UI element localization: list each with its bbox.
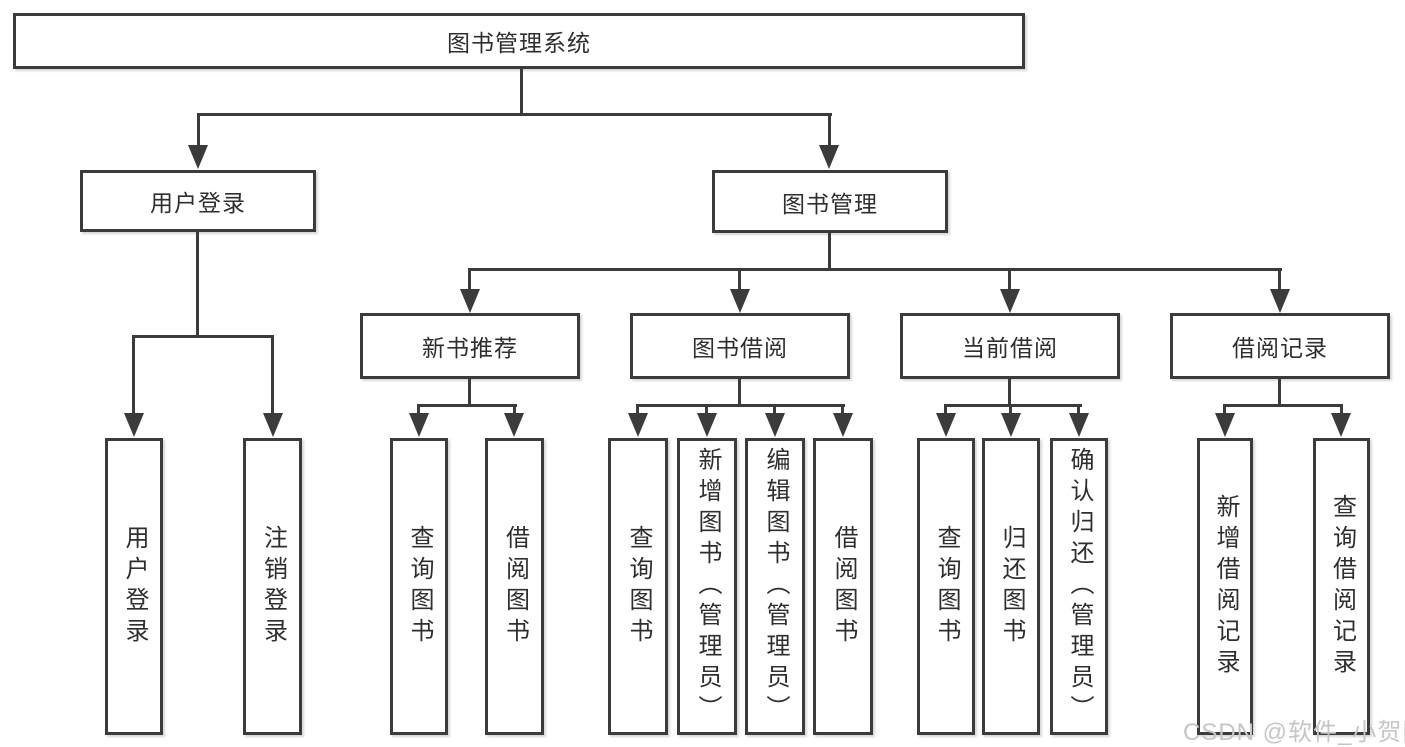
arrowhead-bb-edit xyxy=(765,413,785,437)
connector-borrow-records-drop-1 xyxy=(1223,404,1226,414)
arrowhead-cb-return xyxy=(1001,413,1021,437)
connector-current-borrow-drop-3 xyxy=(1077,404,1080,414)
connector-user-login-stem xyxy=(196,232,199,337)
connector-book-mgmt-drop-3 xyxy=(1008,268,1011,290)
arrowhead-nb-borrow xyxy=(504,413,524,437)
node-library-system-label: 图书管理系统 xyxy=(447,30,591,56)
arrowhead-br-add xyxy=(1215,413,1235,437)
leaf-cb-return-books-label: 归还图书 xyxy=(998,524,1025,649)
node-current-borrow-label: 当前借阅 xyxy=(962,335,1058,361)
connector-book-borrow-rail xyxy=(636,404,845,407)
connector-book-mgmt-drop-4 xyxy=(1278,268,1281,290)
node-borrow-records: 借阅记录 xyxy=(1170,313,1390,379)
connector-root-left-drop xyxy=(197,113,200,146)
connector-book-borrow-drop-3 xyxy=(773,404,776,414)
connector-user-login-rail xyxy=(132,335,274,338)
connector-current-borrow-rail xyxy=(944,404,1082,407)
leaf-logout-login: 注销登录 xyxy=(243,438,302,735)
connector-root-stem xyxy=(520,69,523,115)
arrowhead-borrow-records xyxy=(1270,289,1290,313)
connector-book-borrow-drop-4 xyxy=(841,404,844,414)
arrowhead-br-query xyxy=(1331,413,1351,437)
leaf-br-query-record-label: 查询借阅记录 xyxy=(1328,493,1356,680)
arrowhead-nb-query xyxy=(409,413,429,437)
node-new-book-recommend: 新书推荐 xyxy=(360,313,580,379)
connector-root-right-drop xyxy=(828,113,831,146)
arrowhead-leaf-user-login xyxy=(124,413,144,437)
node-new-book-recommend-label: 新书推荐 xyxy=(422,335,518,361)
node-user-login-label: 用户登录 xyxy=(150,190,246,216)
connector-borrow-records-rail xyxy=(1223,404,1343,407)
leaf-br-query-record: 查询借阅记录 xyxy=(1313,438,1370,735)
leaf-br-add-record-label: 新增借阅记录 xyxy=(1212,493,1239,680)
leaf-bb-add-books-admin-label: 新增图书（管理员） xyxy=(694,447,721,726)
leaf-cb-confirm-return-admin: 确认归还（管理员） xyxy=(1050,438,1108,735)
connector-new-book-drop-2 xyxy=(513,404,516,414)
connector-user-login-drop-1 xyxy=(132,335,135,414)
leaf-cb-confirm-return-admin-label: 确认归还（管理员） xyxy=(1066,447,1093,726)
arrowhead-bb-borrow xyxy=(833,413,853,437)
arrowhead-leaf-logout xyxy=(263,413,283,437)
arrowhead-book-borrow xyxy=(730,289,750,313)
connector-new-book-drop-1 xyxy=(417,404,420,414)
leaf-user-login-label: 用户登录 xyxy=(121,524,148,649)
leaf-cb-return-books: 归还图书 xyxy=(982,438,1040,735)
leaf-nb-borrow-books: 借阅图书 xyxy=(485,438,544,735)
watermark: CSDN @软件_小贺同学 xyxy=(1183,719,1405,746)
connector-current-borrow-stem xyxy=(1008,379,1011,407)
leaf-bb-add-books-admin: 新增图书（管理员） xyxy=(677,438,737,735)
connector-book-mgmt-drop-2 xyxy=(738,268,741,290)
arrowhead-cb-confirm xyxy=(1069,413,1089,437)
leaf-nb-query-books: 查询图书 xyxy=(390,438,448,735)
leaf-cb-query-books: 查询图书 xyxy=(917,438,975,735)
connector-book-borrow-drop-2 xyxy=(705,404,708,414)
connector-book-mgmt-stem xyxy=(828,233,831,270)
connector-borrow-records-stem xyxy=(1278,379,1281,407)
leaf-logout-login-label: 注销登录 xyxy=(259,524,287,649)
connector-book-mgmt-drop-1 xyxy=(468,268,471,290)
node-book-management: 图书管理 xyxy=(712,170,948,233)
connector-borrow-records-drop-2 xyxy=(1340,404,1343,414)
leaf-nb-borrow-books-label: 借阅图书 xyxy=(501,524,529,649)
connector-new-book-stem xyxy=(468,379,471,407)
node-book-management-label: 图书管理 xyxy=(782,190,878,217)
connector-user-login-drop-2 xyxy=(271,335,274,414)
node-book-borrow-label: 图书借阅 xyxy=(692,335,788,361)
node-current-borrow: 当前借阅 xyxy=(900,313,1120,379)
connector-root-rail xyxy=(197,113,832,116)
arrowhead-bb-add xyxy=(697,413,717,437)
connector-book-borrow-stem xyxy=(738,379,741,407)
connector-current-borrow-drop-2 xyxy=(1009,404,1012,414)
leaf-bb-borrow-books: 借阅图书 xyxy=(813,438,873,735)
leaf-bb-query-books-label: 查询图书 xyxy=(625,524,652,649)
node-borrow-records-label: 借阅记录 xyxy=(1232,335,1328,361)
connector-new-book-rail xyxy=(417,404,517,407)
leaf-user-login: 用户登录 xyxy=(105,438,163,735)
node-library-system: 图书管理系统 xyxy=(13,13,1025,69)
leaf-bb-edit-books-admin-label: 编辑图书（管理员） xyxy=(762,447,789,726)
leaf-bb-borrow-books-label: 借阅图书 xyxy=(830,524,857,649)
arrowhead-bb-query xyxy=(628,413,648,437)
arrowhead-book-management xyxy=(819,145,839,169)
arrowhead-new-book xyxy=(460,289,480,313)
node-book-borrow: 图书借阅 xyxy=(630,313,850,379)
node-user-login: 用户登录 xyxy=(80,170,316,232)
connector-current-borrow-drop-1 xyxy=(944,404,947,414)
connector-book-borrow-drop-1 xyxy=(636,404,639,414)
leaf-nb-query-books-label: 查询图书 xyxy=(406,524,433,649)
leaf-cb-query-books-label: 查询图书 xyxy=(933,524,960,649)
connector-book-mgmt-rail xyxy=(468,268,1282,271)
arrowhead-user-login xyxy=(188,145,208,169)
leaf-bb-query-books: 查询图书 xyxy=(608,438,668,735)
leaf-bb-edit-books-admin: 编辑图书（管理员） xyxy=(745,438,805,735)
arrowhead-current-borrow xyxy=(1000,289,1020,313)
arrowhead-cb-query xyxy=(936,413,956,437)
leaf-br-add-record: 新增借阅记录 xyxy=(1197,438,1253,735)
